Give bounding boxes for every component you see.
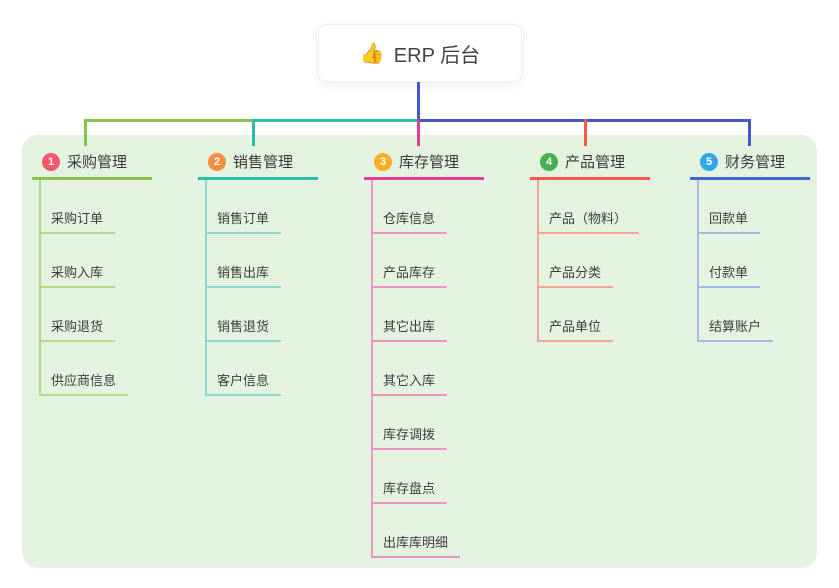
- child-row: 库存调拨: [364, 396, 494, 450]
- child-node[interactable]: 销售退货: [205, 316, 282, 342]
- child-row: 其它出库: [364, 288, 494, 342]
- branch-column-3: 3 库存管理 仓库信息 产品库存 其它出库 其它入库 库存调拨 库存盘点 出库库…: [364, 149, 494, 558]
- bus-line-segment-2: [252, 119, 419, 122]
- branch-drop-line-2: [252, 119, 255, 146]
- branch-number-badge: 2: [208, 152, 226, 171]
- branch-children: 采购订单 采购入库 采购退货 供应商信息: [32, 180, 162, 396]
- child-node[interactable]: 仓库信息: [371, 208, 448, 234]
- child-node[interactable]: 产品分类: [537, 262, 614, 288]
- child-row: 仓库信息: [364, 180, 494, 234]
- child-row: 库存盘点: [364, 450, 494, 504]
- child-node[interactable]: 产品（物料）: [537, 208, 640, 234]
- branch-spine-line: [537, 180, 539, 342]
- branch-node-3[interactable]: 3 库存管理: [364, 149, 484, 180]
- branch-label: 财务管理: [725, 154, 786, 171]
- branch-drop-line-4: [584, 119, 587, 146]
- branch-children: 仓库信息 产品库存 其它出库 其它入库 库存调拨 库存盘点 出库库明细: [364, 180, 494, 558]
- branch-number-badge: 1: [42, 152, 60, 171]
- child-node[interactable]: 结算账户: [697, 316, 774, 342]
- child-node[interactable]: 产品库存: [371, 262, 448, 288]
- root-connector-line: [417, 82, 420, 120]
- child-row: 供应商信息: [32, 342, 162, 396]
- child-node[interactable]: 回款单: [697, 208, 761, 234]
- child-node[interactable]: 其它入库: [371, 370, 448, 396]
- child-row: 客户信息: [198, 342, 328, 396]
- branch-node-2[interactable]: 2 销售管理: [198, 149, 318, 180]
- branch-label: 产品管理: [565, 154, 626, 171]
- child-node[interactable]: 库存调拨: [371, 424, 448, 450]
- bus-line-segment-1: [84, 119, 254, 122]
- child-row: 产品库存: [364, 234, 494, 288]
- branch-drop-line-5: [748, 119, 751, 146]
- child-row: 销售退货: [198, 288, 328, 342]
- branch-label: 销售管理: [233, 154, 294, 171]
- branch-drop-line-3: [417, 119, 420, 146]
- root-label: ERP 后台: [393, 44, 481, 67]
- child-node[interactable]: 客户信息: [205, 370, 282, 396]
- child-row: 销售出库: [198, 234, 328, 288]
- child-row: 采购退货: [32, 288, 162, 342]
- branch-column-1: 1 采购管理 采购订单 采购入库 采购退货 供应商信息: [32, 149, 162, 396]
- branch-node-4[interactable]: 4 产品管理: [530, 149, 650, 180]
- branch-children: 产品（物料） 产品分类 产品单位: [530, 180, 660, 342]
- child-row: 产品（物料）: [530, 180, 660, 234]
- child-row: 出库库明细: [364, 504, 494, 558]
- child-node[interactable]: 库存盘点: [371, 478, 448, 504]
- branches-panel-background: [22, 135, 817, 568]
- branch-node-1[interactable]: 1 采购管理: [32, 149, 152, 180]
- child-row: 其它入库: [364, 342, 494, 396]
- child-node[interactable]: 供应商信息: [39, 370, 129, 396]
- branch-column-2: 2 销售管理 销售订单 销售出库 销售退货 客户信息: [198, 149, 328, 396]
- branch-column-5: 5 财务管理 回款单 付款单 结算账户: [690, 149, 820, 342]
- child-node[interactable]: 产品单位: [537, 316, 614, 342]
- branch-spine-line: [205, 180, 207, 396]
- branch-number-badge: 5: [700, 152, 718, 171]
- branch-children: 回款单 付款单 结算账户: [690, 180, 820, 342]
- branch-drop-line-1: [84, 119, 87, 146]
- branch-node-5[interactable]: 5 财务管理: [690, 149, 810, 180]
- child-row: 采购入库: [32, 234, 162, 288]
- child-node[interactable]: 销售出库: [205, 262, 282, 288]
- child-node[interactable]: 采购入库: [39, 262, 116, 288]
- child-node[interactable]: 其它出库: [371, 316, 448, 342]
- branch-label: 库存管理: [399, 154, 460, 171]
- branch-label: 采购管理: [67, 154, 128, 171]
- child-row: 产品分类: [530, 234, 660, 288]
- child-node[interactable]: 出库库明细: [371, 532, 461, 558]
- branch-column-4: 4 产品管理 产品（物料） 产品分类 产品单位: [530, 149, 660, 342]
- branch-spine-line: [371, 180, 373, 558]
- branch-number-badge: 3: [374, 152, 392, 171]
- branch-spine-line: [39, 180, 41, 396]
- child-row: 付款单: [690, 234, 820, 288]
- thumbs-up-icon: 👍: [359, 42, 385, 65]
- child-row: 采购订单: [32, 180, 162, 234]
- child-node[interactable]: 采购订单: [39, 208, 116, 234]
- child-node[interactable]: 采购退货: [39, 316, 116, 342]
- branch-spine-line: [697, 180, 699, 342]
- child-node[interactable]: 付款单: [697, 262, 761, 288]
- branch-number-badge: 4: [540, 152, 558, 171]
- child-row: 结算账户: [690, 288, 820, 342]
- root-node[interactable]: 👍 ERP 后台: [318, 24, 522, 82]
- child-row: 销售订单: [198, 180, 328, 234]
- child-row: 回款单: [690, 180, 820, 234]
- child-row: 产品单位: [530, 288, 660, 342]
- branch-children: 销售订单 销售出库 销售退货 客户信息: [198, 180, 328, 396]
- child-node[interactable]: 销售订单: [205, 208, 282, 234]
